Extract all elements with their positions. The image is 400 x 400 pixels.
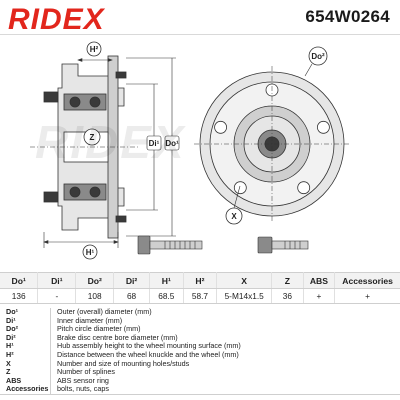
col-header-do1: Do¹ [0, 272, 39, 289]
spec-table: Do¹ Di¹ Do² Di² H¹ H² X Z ABS Accessorie… [0, 272, 400, 304]
legend-key: Di¹ [0, 316, 51, 326]
legend-key: Accessories [0, 384, 51, 395]
label-h2: H² [90, 45, 99, 54]
legend-desc: Number of splines [57, 367, 115, 377]
legend-row: Di¹ Inner diameter (mm) [0, 315, 400, 326]
legend-row: X Number and size of mounting holes/studs [0, 358, 400, 369]
legend-desc: Number and size of mounting holes/studs [57, 358, 190, 368]
legend-desc: Brake disc centre bore diameter (mm) [57, 332, 178, 342]
legend-table: Do¹ Outer (overall) diameter (mm) Di¹ Inne… [0, 307, 400, 395]
label-di1-box [146, 135, 162, 151]
spec-table-value-row: 136 - 108 68 68.5 58.7 5-M14x1.5 36 + + [0, 288, 400, 304]
value-h2: 58.7 [183, 288, 218, 304]
legend-row: Do¹ Outer (overall) diameter (mm) [0, 307, 400, 317]
legend-row: ABS ABS sensor ring [0, 375, 400, 386]
header-divider [0, 34, 400, 35]
legend-key: Di² [0, 333, 51, 343]
legend-desc: Distance between the wheel knuckle and t… [57, 349, 239, 359]
value-di2: 68 [113, 288, 150, 304]
col-header-x: X [216, 272, 273, 289]
legend-key: H¹ [0, 342, 51, 351]
label-x-circle [225, 207, 243, 225]
label-z: Z [90, 133, 95, 142]
brand-name: RIDEX [8, 4, 106, 34]
accessory-bolt [137, 235, 203, 255]
legend-key: Z [0, 368, 51, 377]
label-do2: Do² [311, 52, 325, 61]
accessory-nut-bolt [257, 236, 309, 254]
value-h1: 68.5 [149, 288, 184, 304]
col-header-abs: ABS [303, 272, 336, 289]
value-do1: 136 [0, 288, 39, 304]
value-do2: 108 [75, 288, 115, 304]
legend-row: H² Distance between the wheel knuckle and… [0, 349, 400, 360]
col-header-do2: Do² [75, 272, 115, 289]
spec-table-header-row: Do¹ Di¹ Do² Di² H¹ H² X Z ABS Accessorie… [0, 272, 400, 289]
value-abs: + [303, 288, 336, 304]
label-do2-circle [308, 46, 328, 66]
legend-row: Di² Brake disc centre bore diameter (mm) [0, 332, 400, 343]
label-do1-side: Do¹ [165, 139, 179, 148]
legend-desc: bolts, nuts, caps [50, 384, 400, 395]
col-header-z: Z [271, 272, 304, 289]
col-header-h2: H² [183, 272, 218, 289]
col-header-di1: Di¹ [37, 272, 77, 289]
legend-key: Do² [0, 325, 51, 334]
legend-key: X [0, 359, 51, 369]
col-header-h1: H¹ [149, 272, 184, 289]
legend-row: Do² Pitch circle diameter (mm) [0, 325, 400, 334]
value-z: 36 [271, 288, 304, 304]
value-x: 5-M14x1.5 [216, 288, 273, 304]
label-h1-circle [82, 244, 98, 260]
dimension-h2 [77, 58, 113, 62]
ridex-logo: RIDEX [8, 4, 106, 34]
value-accessories: + [334, 288, 400, 304]
col-header-accessories: Accessories [334, 272, 400, 289]
legend-row: H¹ Hub assembly height to the wheel mount… [0, 342, 400, 351]
legend-desc: Inner diameter (mm) [57, 315, 123, 325]
legend-key: H² [0, 350, 51, 360]
legend-desc: Pitch circle diameter (mm) [57, 324, 141, 334]
legend-key: ABS [0, 376, 51, 386]
dimension-h1 [43, 232, 119, 248]
label-h1: H¹ [86, 248, 95, 257]
part-number: 654W0264 [305, 7, 390, 26]
label-di1: Di¹ [149, 139, 160, 148]
label-x: X [231, 212, 237, 221]
value-di1: - [37, 288, 77, 304]
technical-drawing: H² Di¹ Do¹ Z H¹ [30, 41, 350, 260]
legend-desc: Hub assembly height to the wheel mountin… [57, 341, 241, 351]
hub-cross-section [30, 55, 140, 239]
legend-key: Do¹ [0, 307, 51, 317]
hub-front-view [194, 63, 350, 222]
label-z-circle [83, 128, 101, 146]
col-header-di2: Di² [113, 272, 150, 289]
legend-desc: Outer (overall) diameter (mm) [57, 307, 152, 316]
legend-row: Z Number of splines [0, 368, 400, 377]
legend-desc: ABS sensor ring [57, 375, 109, 385]
label-do1-box [164, 135, 180, 151]
label-h2-circle [86, 41, 102, 57]
